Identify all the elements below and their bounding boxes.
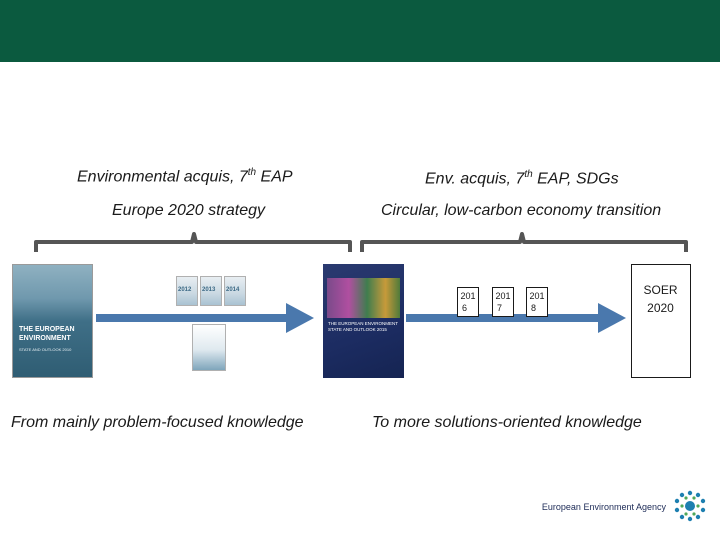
- report-cover-2015-title: THE EUROPEAN ENVIRONMENT STATE AND OUTLO…: [328, 321, 399, 332]
- left-arrow: [96, 303, 314, 333]
- header-banner: [0, 0, 720, 62]
- year-box-2017-line1: 201: [495, 291, 511, 301]
- report-cover-2015: THE EUROPEAN ENVIRONMENT STATE AND OUTLO…: [323, 264, 404, 378]
- right-context-sup: th: [524, 169, 533, 180]
- left-context-b: EAP: [256, 168, 293, 186]
- year-box-2018: 201 8: [526, 287, 548, 317]
- left-caption: From mainly problem-focused knowledge: [11, 414, 304, 431]
- report-cover-2015-photos: [327, 278, 400, 318]
- right-arrow: [406, 303, 626, 333]
- year-box-2016-line2: 6: [462, 303, 468, 313]
- left-context-sup: th: [247, 167, 257, 178]
- right-caption: To more solutions-oriented knowledge: [372, 414, 642, 431]
- report-cover-2010-title: THE EUROPEAN ENVIRONMENT: [19, 326, 75, 342]
- right-bracket: [360, 232, 688, 252]
- left-bracket: [34, 232, 352, 252]
- annual-report-2013-year: 2013: [202, 287, 216, 293]
- annual-report-2013: 2013: [200, 276, 222, 306]
- annual-report-2012: 2012: [176, 276, 198, 306]
- left-strategy-text: Europe 2020 strategy: [112, 202, 265, 219]
- report-thumbnail: [192, 324, 226, 371]
- year-box-2018-line1: 201: [529, 291, 545, 301]
- left-context-text: Environmental acquis, 7th EAP: [77, 167, 293, 186]
- year-box-2018-line2: 8: [531, 303, 537, 313]
- eea-logo-icon: [674, 490, 706, 522]
- year-box-2016-line1: 201: [460, 291, 476, 301]
- left-context-a: Environmental acquis, 7: [77, 168, 248, 186]
- right-context-b: EAP, SDGs: [532, 170, 619, 188]
- soer-2020-line1: SOER: [643, 283, 678, 297]
- report-cover-2010-subtitle: STATE AND OUTLOOK 2010: [19, 347, 72, 352]
- footer-org-name: European Environment Agency: [541, 502, 666, 512]
- annual-report-2014-year: 2014: [226, 287, 240, 293]
- soer-2020-line2: 2020: [647, 301, 674, 315]
- year-box-2017: 201 7: [492, 287, 514, 317]
- right-context-a: Env. acquis, 7: [425, 170, 525, 188]
- year-box-2017-line2: 7: [497, 303, 503, 313]
- right-strategy-text: Circular, low-carbon economy transition: [381, 202, 662, 219]
- annual-report-2012-year: 2012: [178, 287, 192, 293]
- annual-report-2014: 2014: [224, 276, 246, 306]
- year-box-2016: 201 6: [457, 287, 479, 317]
- right-context-text: Env. acquis, 7th EAP, SDGs: [425, 169, 619, 188]
- soer-2020-box: SOER 2020: [631, 264, 691, 378]
- report-cover-2010: THE EUROPEAN ENVIRONMENT STATE AND OUTLO…: [12, 264, 93, 378]
